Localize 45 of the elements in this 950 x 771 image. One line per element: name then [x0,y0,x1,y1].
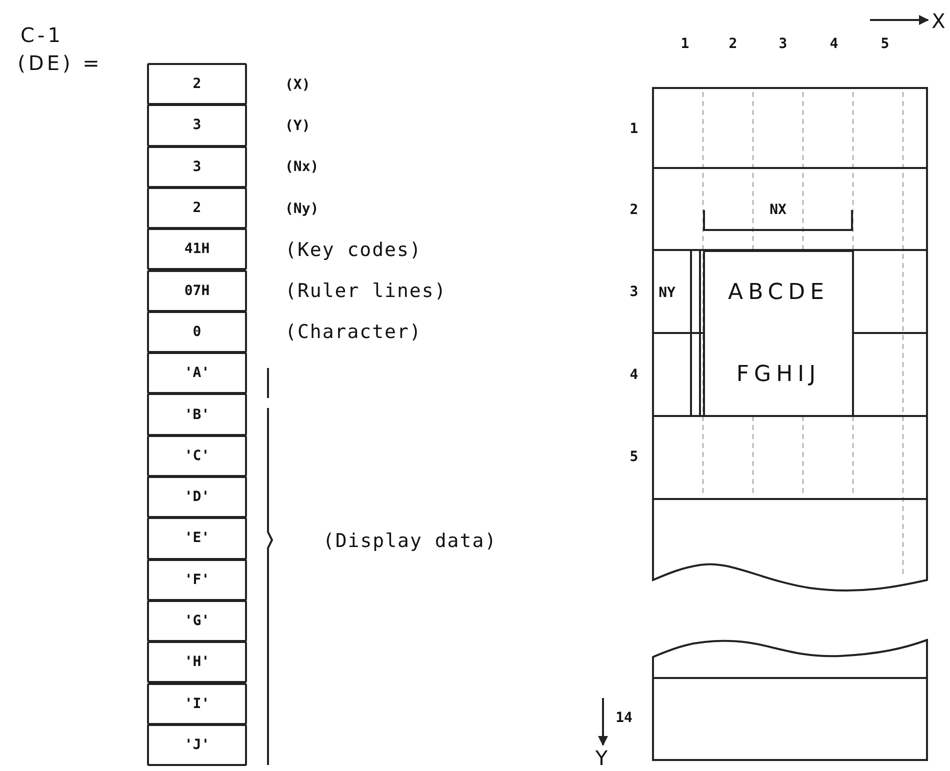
row-number: 4 [630,367,638,383]
memory-cell: 'J' [147,724,247,766]
memory-cell: 'E' [147,517,247,560]
memory-cell: 'H' [147,641,247,684]
memory-cell: 'A' [147,352,247,394]
row-number: 1 [630,121,638,137]
memory-cell: 07H [147,270,247,312]
memory-cell: 'F' [147,558,247,601]
display-text: ABCDE [727,280,830,305]
figure-id: C-1 [20,23,64,47]
field-description: (Ny) [285,200,319,217]
field-description: (Character) [285,321,422,344]
memory-cell: 'I' [147,682,247,725]
column-number: 3 [778,36,788,52]
memory-cell: 0 [147,310,247,354]
register-label: (DE) = [18,51,102,75]
field-description: (Key codes) [285,238,422,261]
field-description: (X) [285,76,310,93]
display-text: FGHIJ [735,362,822,387]
field-description: (Ruler lines) [285,280,447,302]
memory-cell: 'B' [147,393,247,436]
column-number: 1 [680,36,690,52]
row-number: 3 [630,284,638,300]
memory-cell: 'C' [147,434,247,477]
memory-cell: 'G' [147,600,247,642]
memory-cell: 3 [147,104,247,147]
memory-cell: 41H [147,228,247,270]
column-number: 5 [880,36,890,52]
column-number: 2 [728,36,738,52]
display-window [703,250,854,417]
memory-cell: 2 [147,186,247,230]
memory-cell: 'D' [147,476,247,518]
row-number: 14 [616,710,632,726]
dimension-label: NX [770,202,786,218]
row-number: 5 [630,449,638,465]
memory-cell: 3 [147,146,247,188]
axis-label: X [932,9,948,33]
column-number: 4 [830,36,838,52]
group-description: (Display data) [322,530,498,552]
axis-label: Y [595,746,611,770]
row-number: 2 [630,202,638,218]
field-description: (Nx) [285,159,319,176]
field-description: (Y) [285,118,310,134]
dimension-label: NY [658,285,676,301]
memory-cell: 2 [147,63,247,106]
